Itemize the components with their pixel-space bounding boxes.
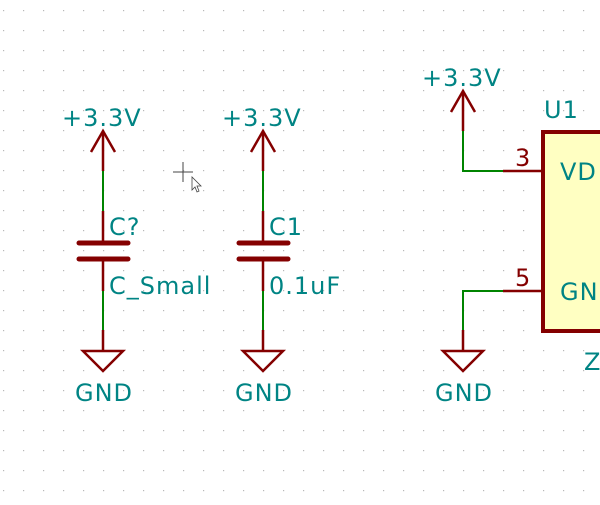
component-value[interactable]: 0.1uF: [269, 272, 341, 300]
pin-number: 3: [515, 144, 531, 172]
power-label: +3.3V: [62, 104, 142, 132]
ic-u1[interactable]: +3.3V 3 U1 VD GN Z 5 GND: [422, 64, 600, 407]
ground-icon: [439, 349, 487, 373]
component-value[interactable]: C_Small: [109, 272, 211, 300]
power-symbol-vcc[interactable]: +3.3V: [62, 104, 142, 171]
component-reference[interactable]: U1: [544, 96, 579, 124]
component-reference[interactable]: C1: [269, 213, 303, 241]
component-reference[interactable]: C?: [109, 213, 141, 241]
wire[interactable]: [462, 290, 503, 330]
wire[interactable]: [462, 131, 503, 172]
power-label: GND: [75, 379, 133, 407]
mouse-pointer-icon: [191, 176, 202, 193]
crosshair-cursor-icon: [173, 162, 193, 182]
power-label: +3.3V: [422, 64, 502, 92]
power-label: +3.3V: [222, 104, 302, 132]
power-symbol-gnd[interactable]: GND: [75, 330, 133, 407]
power-label: GND: [235, 379, 293, 407]
power-symbol-vcc[interactable]: +3.3V: [422, 64, 502, 131]
ground-icon: [239, 349, 287, 373]
ic-body[interactable]: [541, 130, 600, 333]
pin-name: GN: [560, 278, 599, 306]
capacitor-c1[interactable]: +3.3V C1 0.1uF GND: [222, 104, 341, 407]
pin-number: 5: [515, 264, 531, 292]
power-symbol-vcc[interactable]: +3.3V: [222, 104, 302, 171]
power-label: GND: [435, 379, 493, 407]
component-value[interactable]: Z: [584, 348, 600, 376]
power-symbol-gnd[interactable]: GND: [435, 330, 493, 407]
ground-icon: [79, 349, 127, 373]
pin-name: VD: [560, 158, 597, 186]
power-symbol-gnd[interactable]: GND: [235, 330, 293, 407]
capacitor-c-unannotated[interactable]: +3.3V C? C_Small GND: [62, 104, 211, 407]
